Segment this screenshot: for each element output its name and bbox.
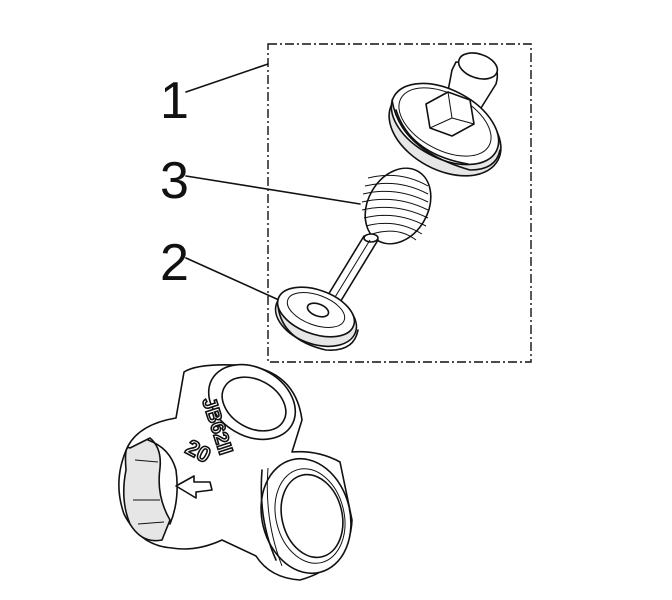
kit-boundary [267, 43, 532, 363]
part-2-disc-stem [274, 233, 379, 351]
part-1-bonnet [388, 52, 502, 177]
callout-3: 3 [160, 152, 189, 210]
valve-body: JB62II 20 [118, 363, 353, 581]
leader-line-3 [185, 175, 361, 205]
leader-line-2 [185, 257, 291, 306]
callout-2: 2 [160, 234, 189, 292]
callout-1: 1 [160, 72, 189, 130]
leader-line-1 [185, 63, 269, 93]
